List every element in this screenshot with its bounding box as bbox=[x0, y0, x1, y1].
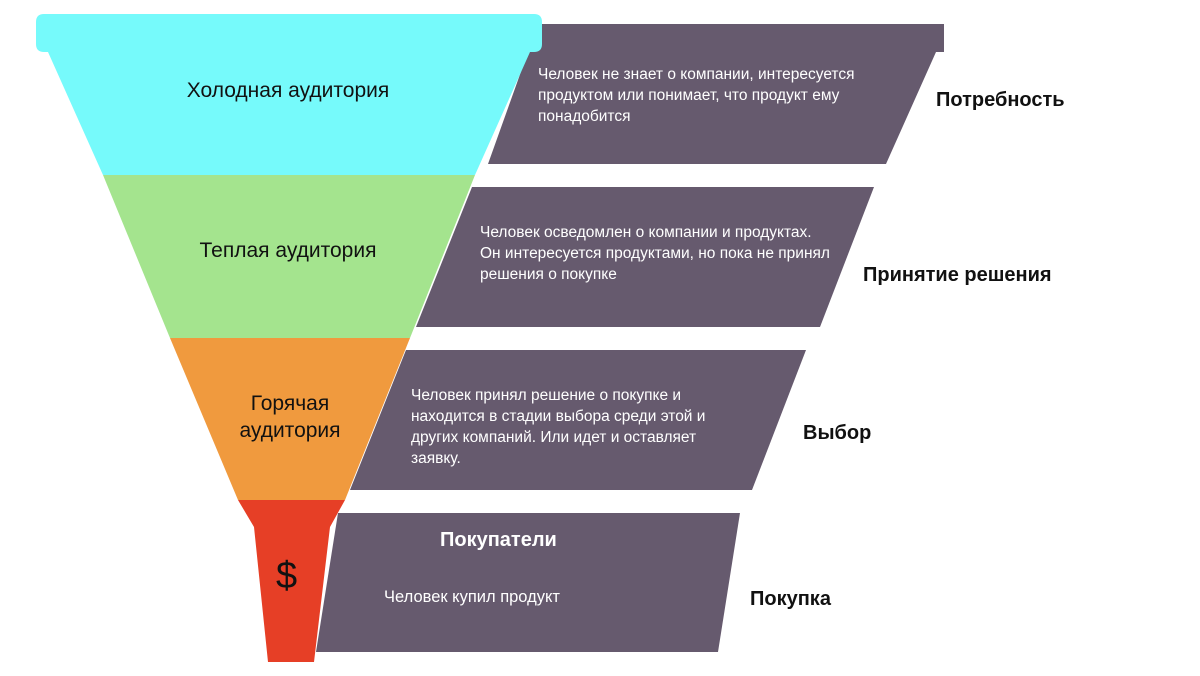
dollar-icon: $ bbox=[276, 555, 298, 597]
funnel-label-hot: Горячая аудитория bbox=[239, 392, 341, 442]
description-panel-3 bbox=[350, 350, 806, 490]
buyers-title: Покупатели bbox=[440, 529, 557, 551]
description-panel-4 bbox=[316, 513, 740, 652]
description-panel-1 bbox=[488, 24, 944, 164]
description-warm: Человек осведомлен о компании и продукта… bbox=[480, 224, 830, 283]
funnel-label-cold: Холодная аудитория bbox=[186, 79, 390, 102]
description-hot: Человек принял решение о покупке и наход… bbox=[411, 387, 706, 467]
description-buyers: Человек купил продукт bbox=[384, 588, 560, 606]
funnel-segment-hot bbox=[170, 338, 410, 500]
funnel-segment-warm bbox=[103, 175, 475, 338]
stage-name-decision: Принятие решения bbox=[863, 264, 1052, 286]
stage-name-need: Потребность bbox=[936, 89, 1065, 111]
description-panel-2 bbox=[416, 187, 874, 327]
funnel-segment-buyers bbox=[238, 500, 345, 662]
funnel-label-warm: Теплая аудитория bbox=[199, 239, 377, 262]
stage-name-purchase: Покупка bbox=[750, 588, 831, 610]
funnel-segment-cold bbox=[36, 14, 542, 175]
stage-name-choice: Выбор bbox=[803, 422, 872, 444]
description-cold: Человек не знает о компании, интересуетс… bbox=[538, 66, 855, 125]
